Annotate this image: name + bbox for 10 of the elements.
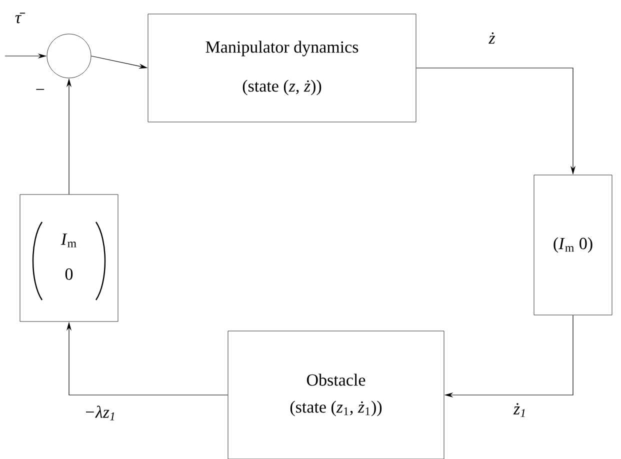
edge-label: − bbox=[36, 88, 44, 90]
edge-label: τ̄ bbox=[15, 12, 26, 24]
edge-label: ż bbox=[488, 32, 496, 44]
edge-label: ż$_{1}$ bbox=[513, 403, 525, 417]
block-box: Obstacle (state (z$_{1}$, ż$_{1}$)) bbox=[228, 330, 444, 459]
block-box: I$_{m}$ 0 bbox=[20, 194, 118, 322]
block-box: Manipulator dynamics (state (z, ż)) bbox=[148, 14, 416, 122]
block-box: (I$_{m}$ 0) bbox=[534, 174, 612, 316]
edge-label: −λz$_{1}$ bbox=[86, 406, 114, 420]
summing-junction bbox=[46, 34, 92, 78]
